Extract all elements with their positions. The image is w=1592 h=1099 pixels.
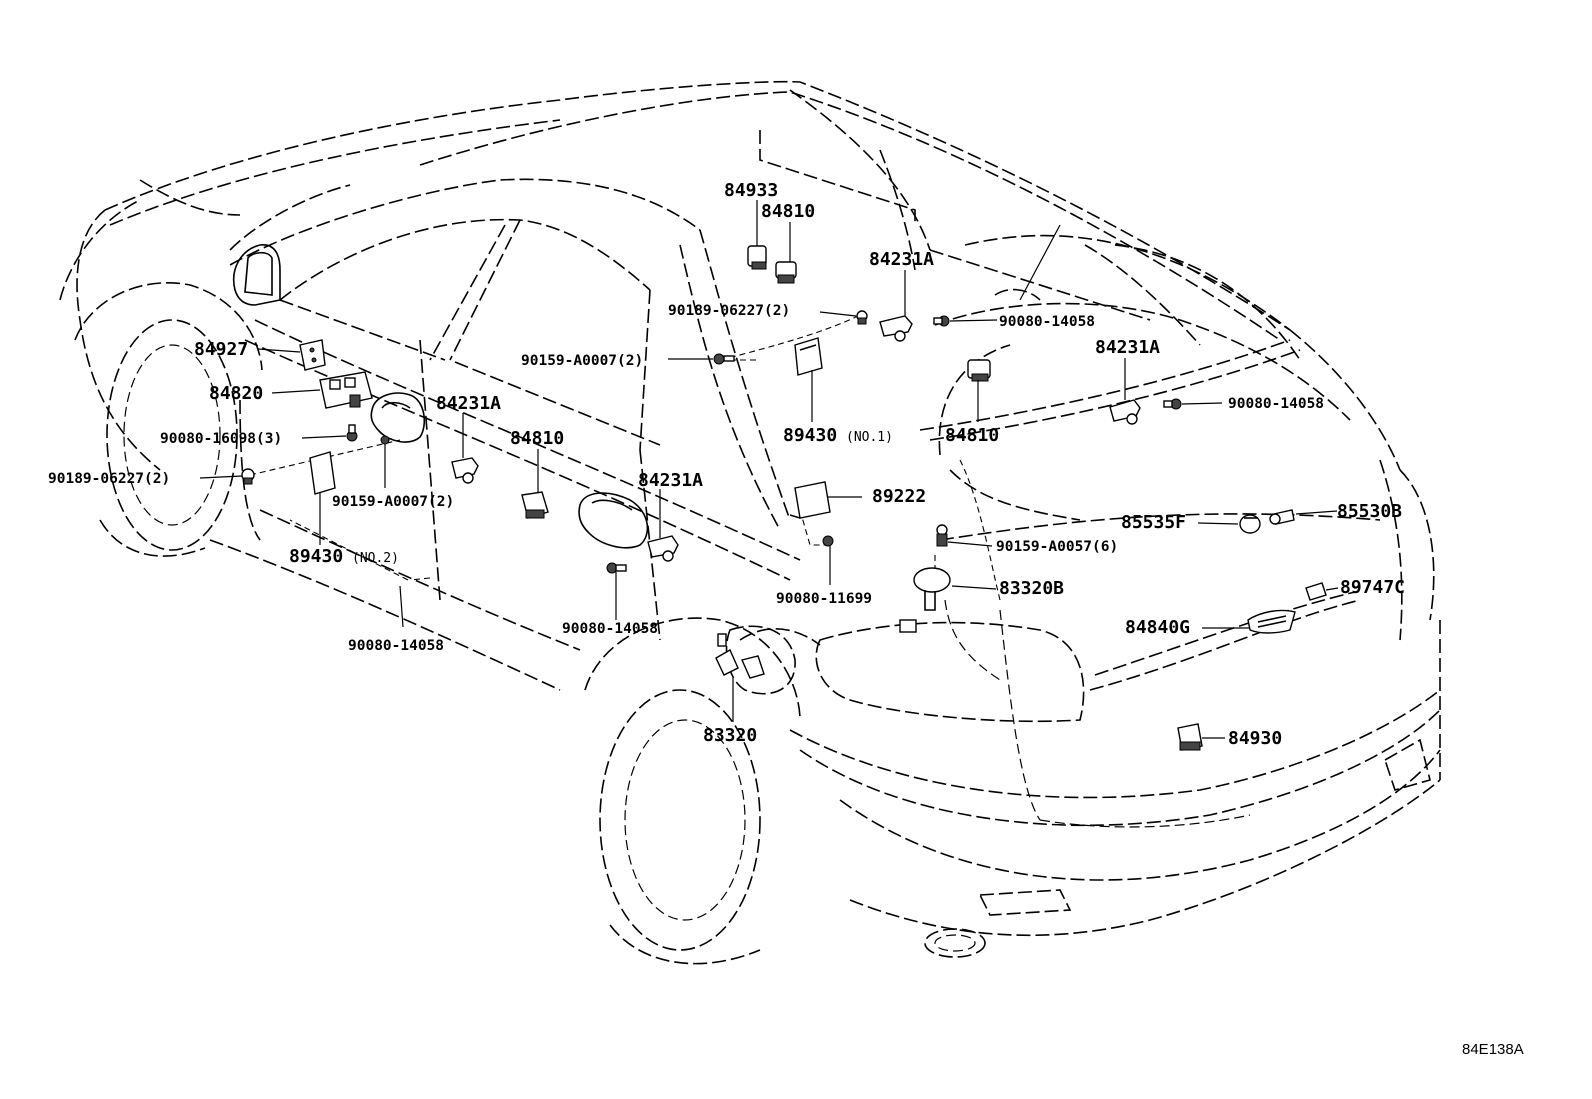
part-90080-16098-screw <box>346 424 358 442</box>
label-90080-14058-lower: 90080-14058 <box>562 621 658 637</box>
part-89222-module <box>789 481 831 519</box>
label-89430-no2-suffix: (NO.2) <box>352 551 399 566</box>
label-90080-11699: 90080-11699 <box>776 591 872 607</box>
label-84933: 84933 <box>724 180 778 201</box>
part-83320b-fuel-sender <box>899 567 951 633</box>
label-90080-14058-left: 90080-14058 <box>348 638 444 654</box>
part-84933-switch <box>747 245 767 270</box>
part-85530b-pump <box>1269 509 1295 525</box>
label-89430-no1-suffix: (NO.1) <box>846 430 893 445</box>
label-89430-no1: 89430 <box>783 425 837 446</box>
part-84231a-door-switch-1 <box>879 315 913 342</box>
part-84810-switch-mid <box>967 359 991 382</box>
label-90080-16098: 90080-16098(3) <box>160 431 282 447</box>
part-89430-no1-module <box>794 337 823 376</box>
label-90189-06227-left: 90189-06227(2) <box>48 471 170 487</box>
part-84930-switch <box>1177 723 1203 751</box>
label-83320: 83320 <box>703 725 757 746</box>
part-84927-bracket <box>299 339 326 371</box>
leader-lines <box>199 200 1339 739</box>
part-90189-clip-left <box>241 468 255 485</box>
label-89222: 89222 <box>872 486 926 507</box>
part-84820-master-switch <box>319 371 373 409</box>
label-84820: 84820 <box>209 383 263 404</box>
part-89747c-sensor <box>1305 582 1327 601</box>
label-84231a-front: 84231A <box>436 393 501 414</box>
label-83320b: 83320B <box>999 578 1064 599</box>
part-90159-screw-2 <box>380 435 390 445</box>
label-84927: 84927 <box>194 339 248 360</box>
part-90159-a0057-screw <box>936 524 948 547</box>
car-body-outline <box>59 80 1441 965</box>
label-89747c: 89747C <box>1340 577 1405 598</box>
label-84930: 84930 <box>1228 728 1282 749</box>
part-84231a-door-switch-2 <box>1109 399 1141 425</box>
part-89430-no2-module <box>309 451 336 495</box>
part-84810-switch-top <box>775 261 797 284</box>
label-90159-a0057: 90159-A0057(6) <box>996 539 1118 555</box>
part-84840g-switch <box>1247 609 1296 634</box>
label-85530b: 85530B <box>1337 501 1402 522</box>
label-84810-top: 84810 <box>761 201 815 222</box>
part-90080-screw-1 <box>933 315 950 327</box>
label-84810-door: 84810 <box>510 428 564 449</box>
label-90159-a0007-left: 90159-A0007(2) <box>332 494 454 510</box>
part-labels: 84933 84810 84231A 90189-06227(2) 90080-… <box>48 180 1405 749</box>
label-90159-a0007-top: 90159-A0007(2) <box>521 353 643 369</box>
part-90080-11699-screw <box>822 535 834 547</box>
label-84840g: 84840G <box>1125 617 1190 638</box>
part-84810-door-lock <box>521 491 549 519</box>
label-90080-14058-right: 90080-14058 <box>1228 396 1324 412</box>
label-89430-no2: 89430 <box>289 546 343 567</box>
part-84231a-door-switch-4 <box>647 535 679 562</box>
label-90080-14058-top: 90080-14058 <box>999 314 1095 330</box>
part-84231a-door-switch-3 <box>451 457 479 484</box>
part-90159-screw-1 <box>713 353 735 365</box>
label-84231a-right: 84231A <box>1095 337 1160 358</box>
label-84810-mid: 84810 <box>945 425 999 446</box>
part-85535f-cap <box>1239 514 1261 534</box>
part-90080-screw-2 <box>1163 398 1182 410</box>
part-90189-clip-top <box>856 310 868 325</box>
label-84231a-rear-door: 84231A <box>638 470 703 491</box>
diagram-code: 84E138A <box>1462 1041 1524 1058</box>
label-85535f: 85535F <box>1121 512 1186 533</box>
part-83320-fuel-gauge <box>715 633 765 679</box>
components <box>241 245 1327 751</box>
part-90080-screw-3 <box>606 562 627 574</box>
label-84231a-top: 84231A <box>869 249 934 270</box>
label-90189-06227-top: 90189-06227(2) <box>668 303 790 319</box>
